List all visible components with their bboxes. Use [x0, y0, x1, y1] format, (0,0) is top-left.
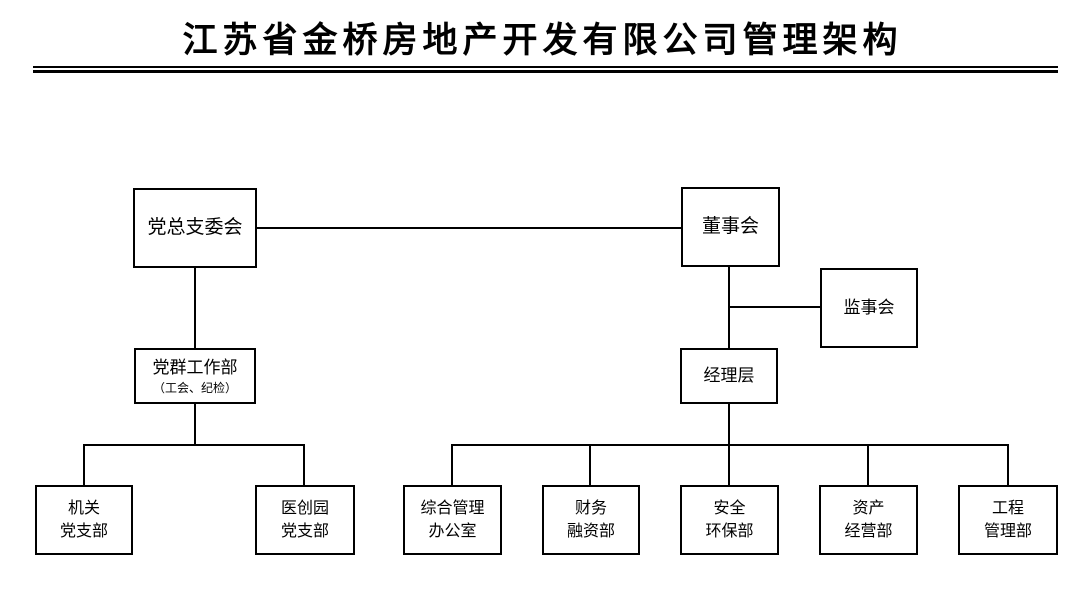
- drop-asset-operation-dept: [867, 444, 869, 485]
- drop-yichuangyuan-party-branch: [303, 444, 305, 485]
- node-party-mass-work-dept: 党群工作部 （工会、纪检）: [134, 348, 256, 404]
- node-organ-party-branch-line2: 党支部: [59, 523, 108, 540]
- drop-organ-party-branch: [83, 444, 85, 485]
- node-yichuangyuan-party-branch-line2: 党支部: [280, 523, 329, 540]
- node-engineering-management-dept-line2: 管理部: [983, 523, 1032, 540]
- node-finance-financing-dept-line1: 财务: [574, 499, 607, 517]
- node-safety-environment-dept-line1: 安全: [713, 499, 746, 517]
- title-divider: [33, 66, 1058, 73]
- node-asset-operation-dept: 资产 经营部: [819, 485, 918, 555]
- connector-party-to-massworkdept: [194, 268, 196, 348]
- node-general-management-office-line1: 综合管理: [420, 499, 485, 517]
- node-party-mass-work-dept-line2: （工会、纪检）: [152, 380, 237, 395]
- drop-engineering-management-dept: [1007, 444, 1009, 485]
- drop-general-management-office: [451, 444, 453, 485]
- node-management-level-label: 经理层: [703, 365, 755, 385]
- node-management-level: 经理层: [680, 348, 778, 404]
- node-engineering-management-dept: 工程 管理部: [958, 485, 1058, 555]
- node-party-mass-work-dept-line1: 党群工作部: [152, 357, 238, 377]
- node-party-committee-label: 党总支委会: [147, 217, 243, 239]
- node-party-committee: 党总支委会: [133, 188, 257, 268]
- node-organ-party-branch-line1: 机关: [67, 499, 100, 517]
- node-organ-party-branch: 机关 党支部: [35, 485, 133, 555]
- drop-finance-financing-dept: [589, 444, 591, 485]
- node-safety-environment-dept: 安全 环保部: [680, 485, 779, 555]
- node-board-of-supervisors-label: 监事会: [843, 297, 895, 317]
- node-safety-environment-dept-line2: 环保部: [705, 523, 754, 540]
- node-asset-operation-dept-line1: 资产: [852, 499, 885, 517]
- node-asset-operation-dept-line2: 经营部: [844, 523, 893, 540]
- node-finance-financing-dept-line2: 融资部: [566, 523, 615, 540]
- node-finance-financing-dept: 财务 融资部: [542, 485, 640, 555]
- connector-to-supervisors: [728, 306, 820, 308]
- connector-party-to-board: [257, 227, 681, 229]
- branch-right-horizontal: [451, 444, 1009, 446]
- node-general-management-office-line2: 办公室: [428, 523, 477, 540]
- node-board-of-directors: 董事会: [681, 187, 780, 267]
- branch-left-horizontal: [83, 444, 305, 446]
- node-board-of-supervisors: 监事会: [820, 268, 918, 348]
- node-yichuangyuan-party-branch: 医创园 党支部: [255, 485, 355, 555]
- node-engineering-management-dept-line1: 工程: [991, 499, 1024, 517]
- page-title: 江苏省金桥房地产开发有限公司管理架构: [182, 21, 903, 60]
- node-general-management-office: 综合管理 办公室: [403, 485, 502, 555]
- node-board-of-directors-label: 董事会: [701, 216, 759, 238]
- connector-massworkdept-down: [194, 404, 196, 444]
- node-yichuangyuan-party-branch-line1: 医创园: [280, 499, 329, 517]
